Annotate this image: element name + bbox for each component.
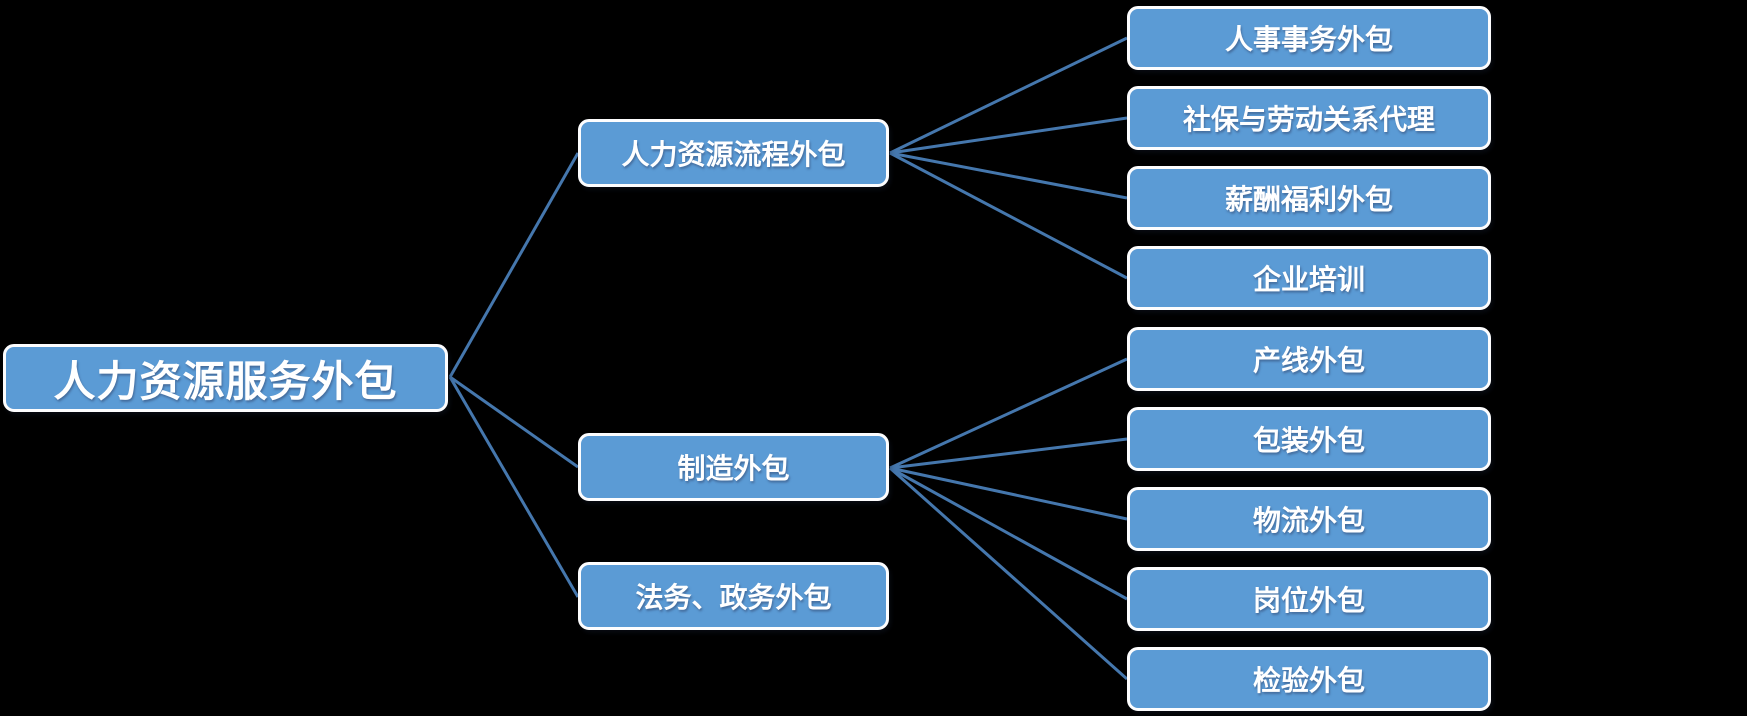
connector-hrprocess-to-training (889, 151, 1128, 280)
node-corporate-training: 企业培训 (1127, 246, 1491, 310)
connector-hrprocess-to-personnel (889, 36, 1128, 155)
node-hr-process-outsourcing: 人力资源流程外包 (578, 119, 889, 187)
node-personnel-affairs-outsourcing: 人事事务外包 (1127, 6, 1491, 70)
node-packaging-outsourcing: 包装外包 (1127, 407, 1491, 471)
node-logistics-outsourcing: 物流外包 (1127, 487, 1491, 551)
connector-hrprocess-to-socialsecurity (889, 116, 1128, 155)
connector-manufacturing-to-logistics (889, 466, 1128, 521)
node-position-outsourcing: 岗位外包 (1127, 567, 1491, 631)
connector-manufacturing-to-packaging (889, 437, 1128, 470)
node-hr-service-outsourcing: 人力资源服务外包 (3, 344, 448, 412)
connector-hrprocess-to-payroll (889, 151, 1128, 200)
node-payroll-benefits-outsourcing: 薪酬福利外包 (1127, 166, 1491, 230)
node-social-security-labor-agency: 社保与劳动关系代理 (1127, 86, 1491, 150)
connector-manufacturing-to-position (889, 466, 1128, 601)
node-manufacturing-outsourcing: 制造外包 (578, 433, 889, 501)
connector-manufacturing-to-inspection (889, 466, 1128, 681)
node-legal-government-outsourcing: 法务、政务外包 (578, 562, 889, 630)
connector-manufacturing-to-productionline (889, 357, 1128, 470)
connector-root-to-hr-process (448, 152, 580, 378)
connector-root-to-legal (448, 376, 580, 598)
node-production-line-outsourcing: 产线外包 (1127, 327, 1491, 391)
node-inspection-outsourcing: 检验外包 (1127, 647, 1491, 711)
connector-root-to-manufacturing (449, 375, 579, 469)
